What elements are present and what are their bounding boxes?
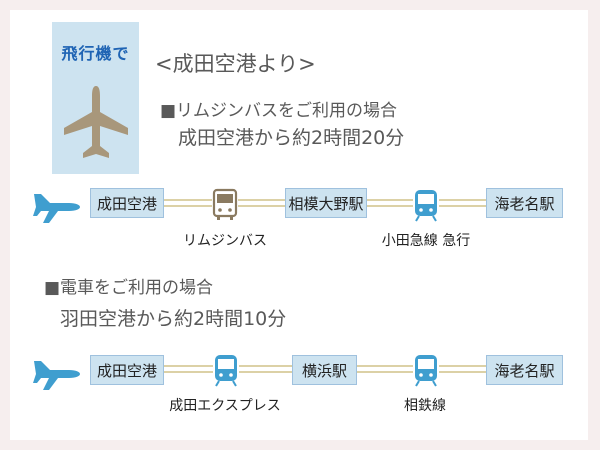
plane-box-title: 飛行機で [61,44,130,63]
airplane-icon [64,86,128,158]
train-icon [413,353,439,387]
narita-bus-label: ■リムジンバスをご利用の場合 [160,101,398,121]
leg-label: 小田急線 急行 [381,233,471,249]
haneda-train-time: 羽田空港から約2時間10分 [60,308,287,330]
station-destination: 海老名駅 [486,355,563,385]
station-transfer: 横浜駅 [292,355,357,385]
station-destination: 海老名駅 [486,188,563,218]
airplane-icon [33,361,80,390]
leg-label: 成田エクスプレス [169,398,281,414]
leg-label: 相鉄線 [404,398,446,414]
plane-box: 飛行機で [52,22,139,174]
airplane-icon [33,194,80,223]
station-origin: 成田空港 [90,188,164,218]
haneda-train-label: ■電車をご利用の場合 [44,278,214,298]
train-icon [413,188,439,222]
train-icon [213,353,239,387]
leg-label: リムジンバス [183,233,267,249]
narita-bus-time: 成田空港から約2時間20分 [178,127,405,149]
station-transfer: 相模大野駅 [285,188,367,218]
station-origin: 成田空港 [90,355,164,385]
bus-icon [212,188,238,222]
narita-heading: <成田空港より> [155,52,316,76]
access-card: 飛行機で <成田空港より> ■リムジンバスをご利用の場合 成田空港から約2時間2… [10,10,588,440]
